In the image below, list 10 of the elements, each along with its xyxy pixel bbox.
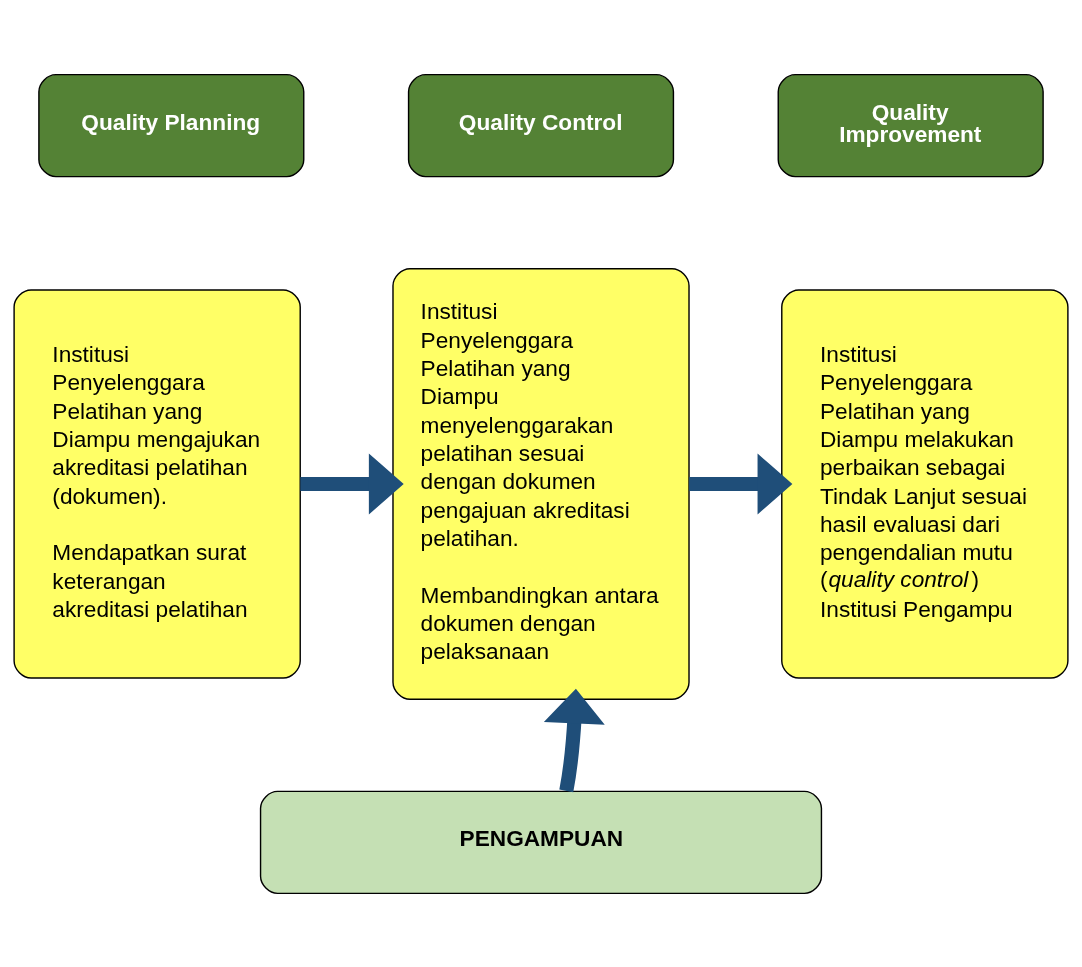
node-box: Quality Control (407, 73, 675, 177)
node-box: Quality Planning (38, 73, 305, 177)
node-box: Institusi Penyelenggara Pelatihan yang Diampu mengajukan akreditasi pelatihan (dokumen). Mendapatkan surat keterangan akreditasi pelatihan (13, 288, 301, 679)
node-box: Institusi Penyelenggara Pelatihan yang Diampu melakukan perbaikan sebagai Tindak Lanjut sesuai hasil evaluasi dari pengendalian mutu (quality control) Institusi Pengampu (781, 288, 1069, 679)
arrow (689, 453, 793, 514)
node-box: Institusi Penyelenggara Pelatihan yang Diampu menyelenggarakan pelatihan sesuai dengan dokumen pengajuan akreditasi pelatihan. Membandingkan antara dokumen dengan pelaksanaan (392, 267, 690, 700)
arrow (543, 688, 605, 792)
arrow (300, 453, 404, 514)
node-box: Quality Improvement (777, 73, 1044, 177)
node-box: PENGAMPUAN (259, 790, 823, 894)
